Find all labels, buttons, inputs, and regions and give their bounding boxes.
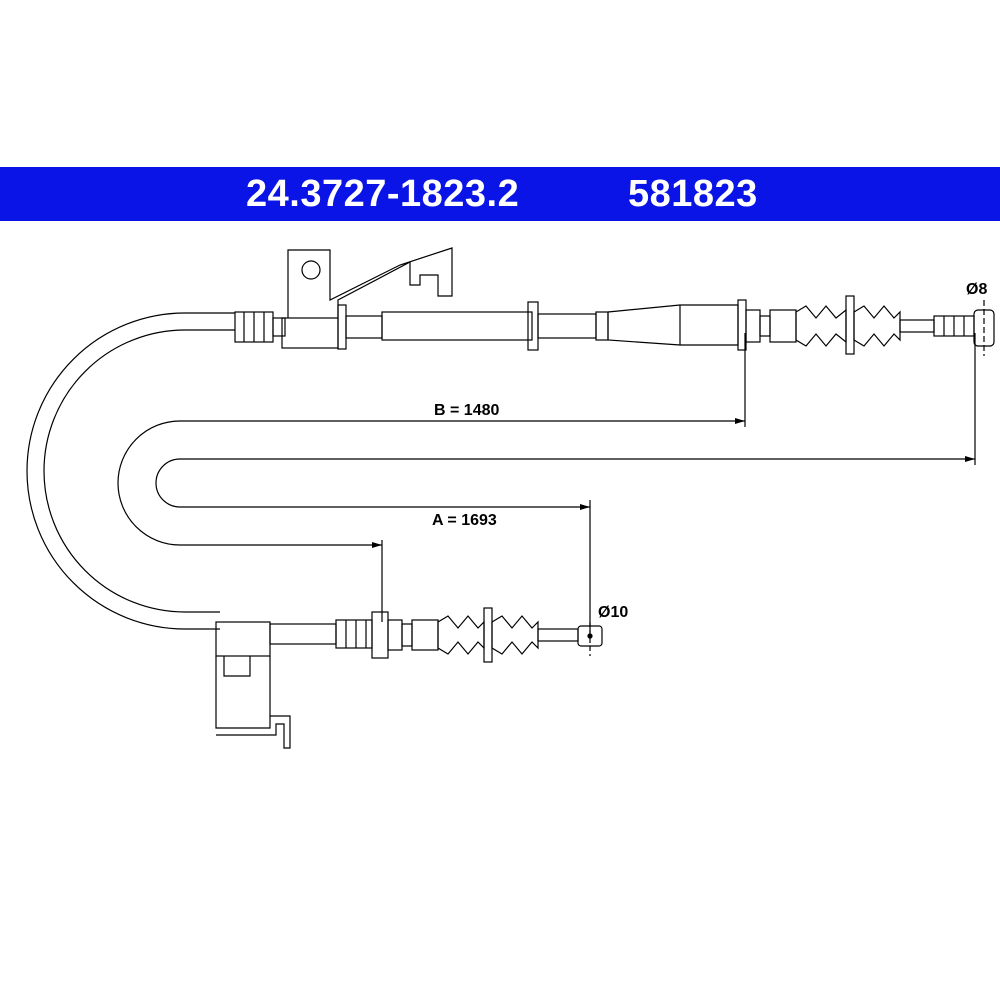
measurement-loop	[117, 420, 975, 546]
upper-bellows	[769, 295, 995, 356]
dimension-a-label: A = 1693	[432, 512, 497, 529]
lower-end-fitting	[269, 611, 413, 659]
upper-end-fitting	[234, 304, 383, 350]
part-number: 24.3727-1823.2	[246, 173, 520, 215]
upper-tube	[381, 299, 771, 351]
reference-number: 581823	[628, 173, 758, 215]
part-number-banner: 24.3727-1823.2 581823	[0, 167, 1000, 221]
diameter-bottom-label: Ø10	[598, 604, 628, 621]
diameter-right-label: Ø8	[966, 281, 987, 298]
dimension-extension-lines	[372, 333, 976, 636]
dimension-b-label: B = 1480	[434, 402, 499, 419]
lower-mounting-bracket	[215, 621, 291, 749]
cable-sheath	[26, 312, 235, 630]
upper-mounting-bracket	[281, 247, 453, 349]
lower-bellows	[411, 607, 603, 663]
